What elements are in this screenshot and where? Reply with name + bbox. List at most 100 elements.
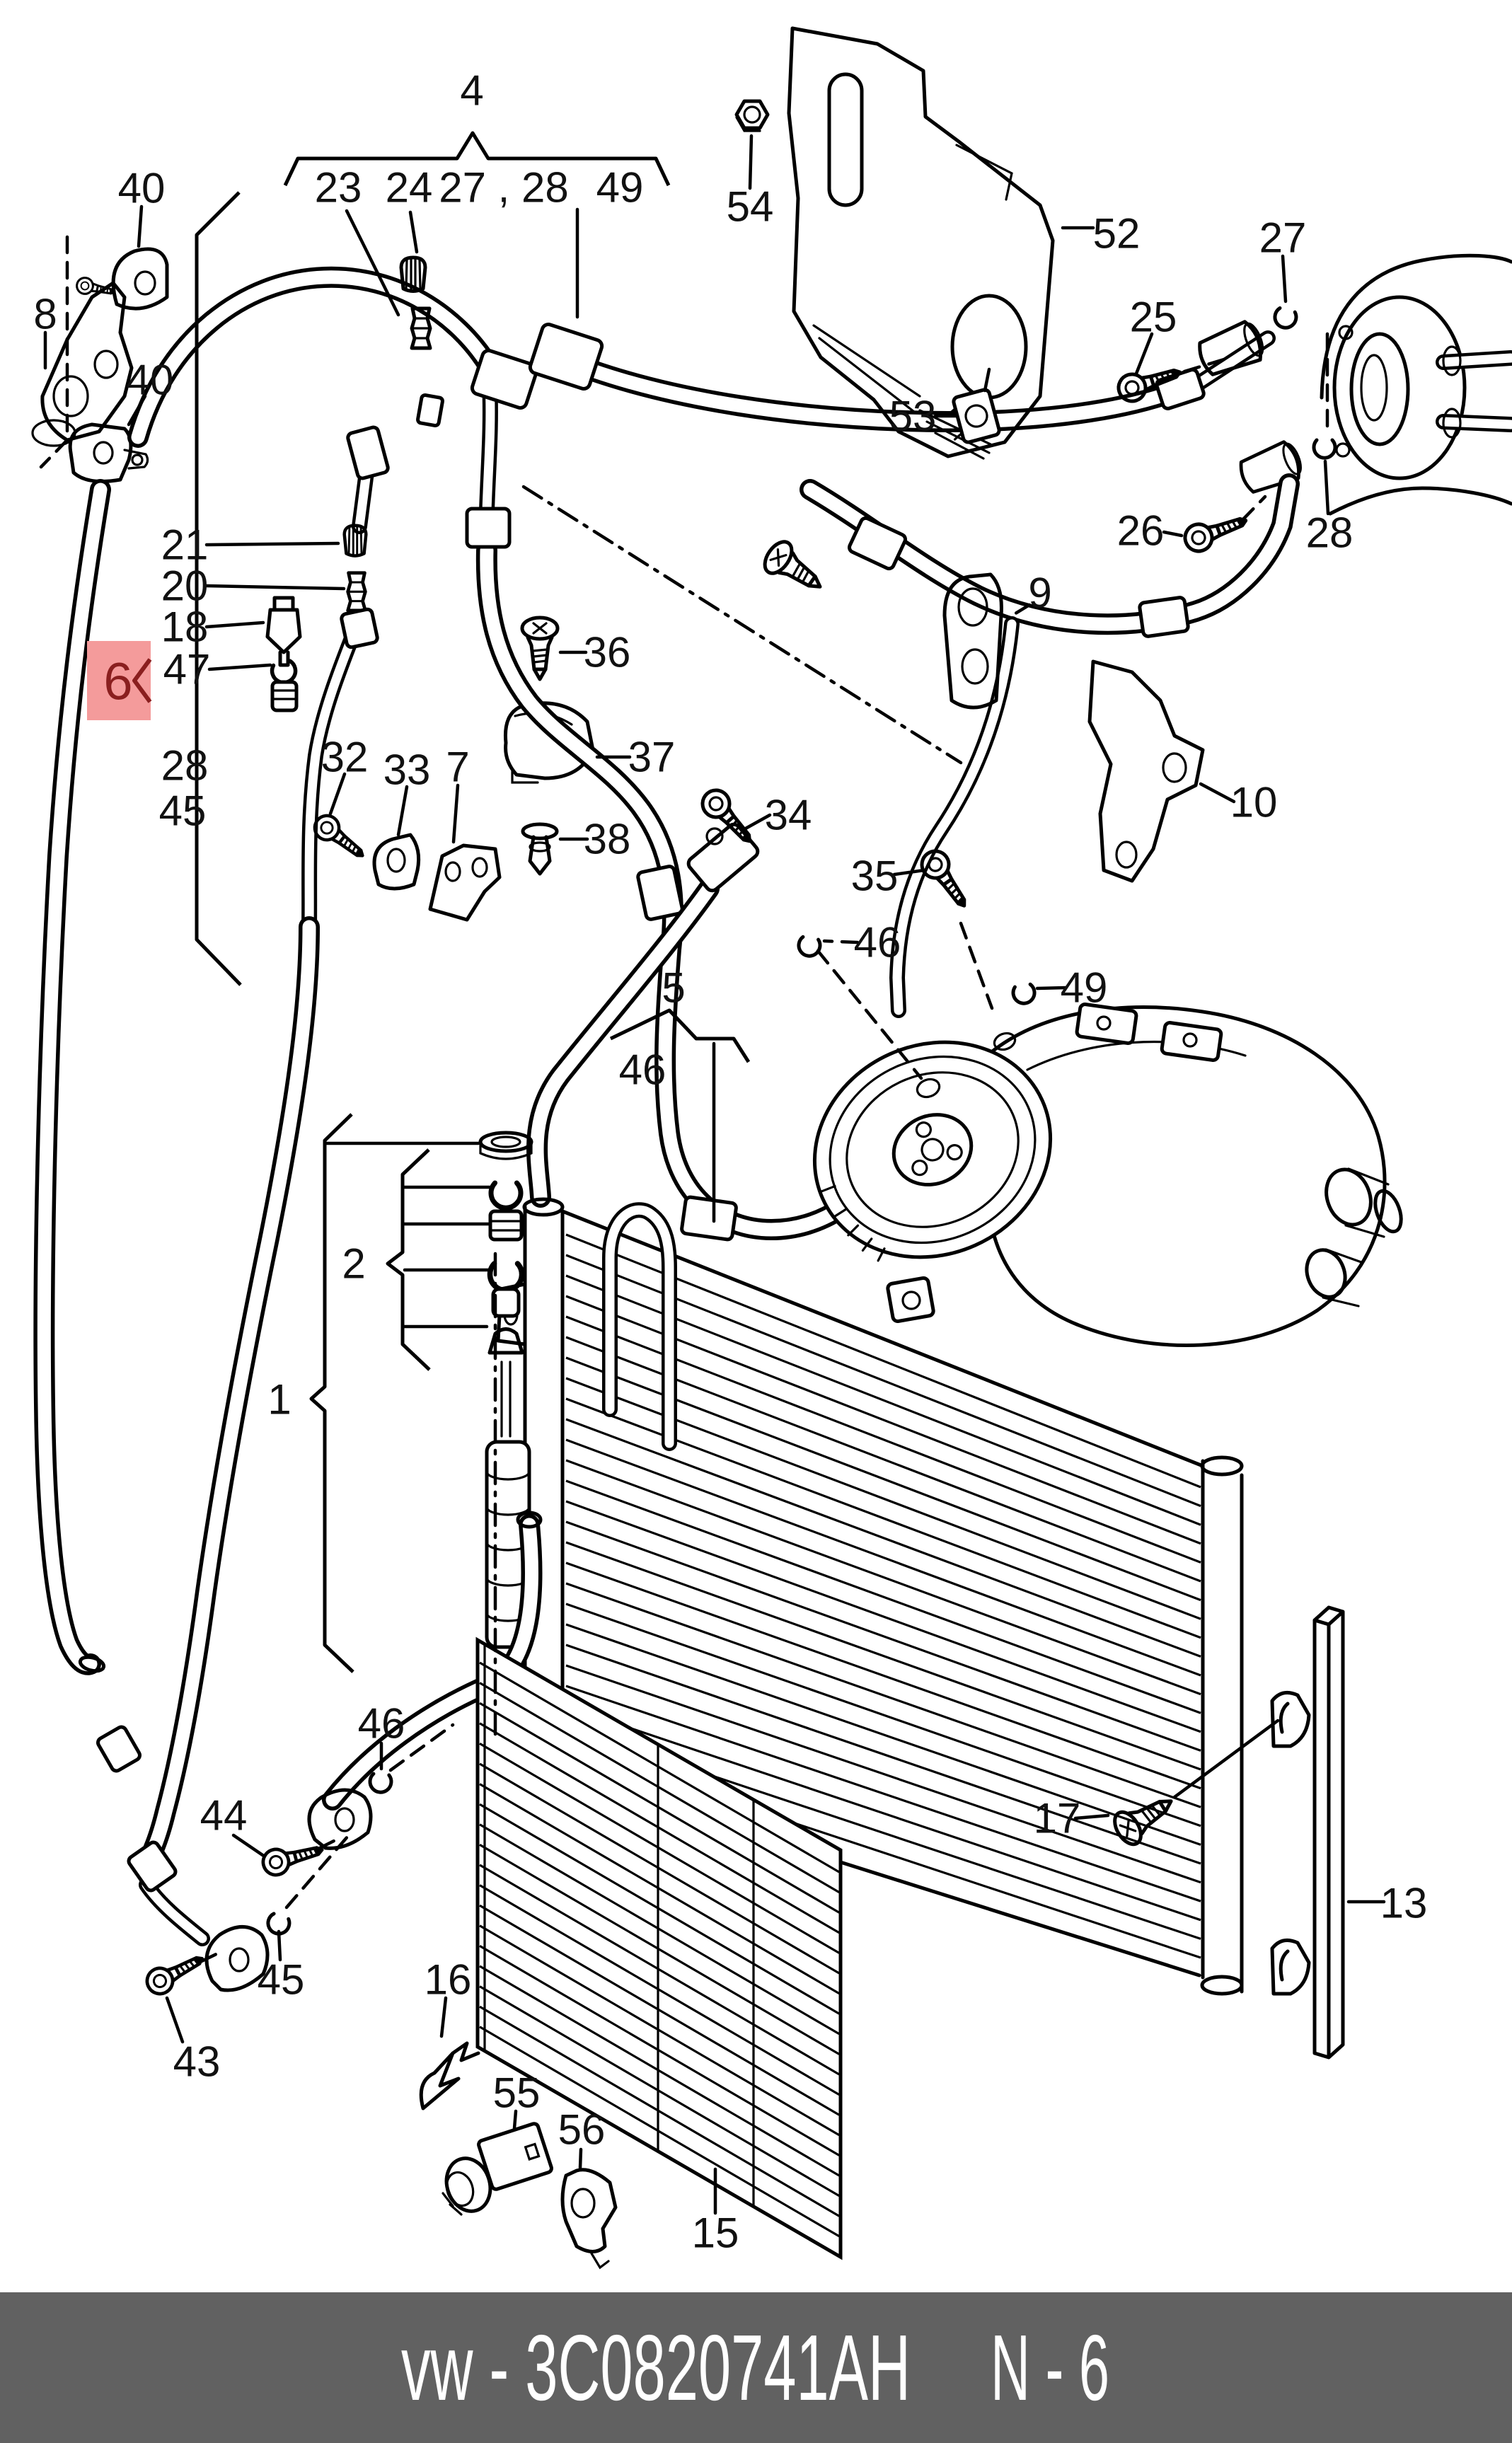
part-label-4[interactable]: 4 xyxy=(460,67,483,115)
part-label-18[interactable]: 18 xyxy=(161,603,209,651)
part-label-26[interactable]: 26 xyxy=(1117,507,1165,555)
grid-slats xyxy=(479,1661,840,2238)
part-label-17[interactable]: 17 xyxy=(1034,1795,1081,1842)
part-label-40[interactable]: 40 xyxy=(127,357,174,404)
part-label-5[interactable]: 5 xyxy=(662,964,685,1012)
pipe-and-brackets-9-10 xyxy=(810,484,1289,1010)
leader-line xyxy=(127,394,147,427)
part-label-49[interactable]: 49 xyxy=(1061,964,1108,1012)
part-label-24[interactable]: 24 xyxy=(386,164,433,212)
part-label-52[interactable]: 52 xyxy=(1093,210,1141,258)
part-label-9[interactable]: 9 xyxy=(1028,570,1051,617)
leader-line xyxy=(521,485,963,765)
part-label-44[interactable]: 44 xyxy=(200,1792,248,1840)
leader-line xyxy=(1281,254,1288,304)
group-bracket xyxy=(386,1148,431,1371)
leader-line xyxy=(328,772,347,816)
part-label-28[interactable]: 28 xyxy=(1306,509,1354,557)
part-label-8[interactable]: 8 xyxy=(33,291,57,338)
part-label-20[interactable]: 20 xyxy=(161,562,209,610)
part-label-28[interactable]: 28 xyxy=(161,742,209,790)
part-label-2[interactable]: 2 xyxy=(342,1240,365,1288)
leader-line xyxy=(39,438,69,469)
part-label-32[interactable]: 32 xyxy=(321,734,369,781)
footer-bar: vw - 3C0820741AH N - 6 xyxy=(0,2292,1512,2443)
part-label-49[interactable]: 49 xyxy=(596,164,644,212)
hose-assembly-4 xyxy=(138,258,1268,526)
part-label-53[interactable]: 53 xyxy=(889,393,937,440)
part-label-27[interactable]: 27 xyxy=(1259,214,1307,262)
part-label-47[interactable]: 47 xyxy=(163,646,211,693)
leader-line xyxy=(983,367,991,393)
group-bracket xyxy=(309,1113,354,1673)
part-label-16[interactable]: 16 xyxy=(425,1956,472,2004)
part-label-36[interactable]: 36 xyxy=(584,629,631,676)
part-label-21[interactable]: 21 xyxy=(161,521,209,569)
part-label-10[interactable]: 10 xyxy=(1230,779,1278,826)
leader-line xyxy=(408,210,419,254)
part-label-55[interactable]: 55 xyxy=(493,2069,541,2117)
leader-line xyxy=(578,2147,583,2170)
leader-line xyxy=(1240,495,1267,522)
leader-line xyxy=(277,1929,282,1962)
leader-line xyxy=(165,1996,185,2044)
leader-line xyxy=(1323,459,1330,516)
clip-53 xyxy=(947,388,1001,444)
leader-line xyxy=(1162,530,1184,538)
leader-line xyxy=(1172,1719,1280,1799)
part-label-56[interactable]: 56 xyxy=(558,2106,606,2154)
part-label-7[interactable]: 7 xyxy=(446,744,469,791)
part-label-46[interactable]: 46 xyxy=(619,1046,666,1094)
part-label-54[interactable]: 54 xyxy=(727,183,774,231)
bracket-8-assembly xyxy=(31,247,169,483)
leader-line xyxy=(200,1948,226,1963)
part-label-23[interactable]: 23 xyxy=(315,164,362,212)
part-label-46[interactable]: 46 xyxy=(854,919,901,966)
leader-line xyxy=(451,783,460,844)
group-bracket xyxy=(195,191,242,986)
part-label-38[interactable]: 38 xyxy=(584,816,631,863)
retainer-56 xyxy=(560,2168,618,2270)
leader-line xyxy=(512,2109,518,2130)
leader-line xyxy=(1199,782,1236,804)
part-label-15[interactable]: 15 xyxy=(692,2210,739,2257)
footer-page-ref: N - 6 xyxy=(991,2316,1109,2420)
group-bracket xyxy=(283,131,671,187)
leader-line xyxy=(204,584,346,591)
leader-line xyxy=(284,1829,354,1910)
part-label-25[interactable]: 25 xyxy=(1130,294,1177,341)
part-label-35[interactable]: 35 xyxy=(851,853,899,900)
service-port-group-6 xyxy=(265,526,379,927)
part-label-43[interactable]: 43 xyxy=(173,2038,221,2086)
part-label-46[interactable]: 46 xyxy=(358,1700,405,1748)
firewall-connection xyxy=(1115,253,1512,555)
leader-line xyxy=(742,813,772,831)
leader-line xyxy=(748,134,754,190)
clip-16 xyxy=(419,2041,480,2110)
group-bracket xyxy=(609,1008,751,1063)
part-label-40[interactable]: 40 xyxy=(118,165,166,212)
part-label-37[interactable]: 37 xyxy=(628,734,676,781)
leader-line xyxy=(137,204,144,248)
leader-line xyxy=(345,209,400,317)
shield-52 xyxy=(737,26,1055,460)
part-label-45[interactable]: 45 xyxy=(258,1956,305,2004)
part-label-33[interactable]: 33 xyxy=(383,746,431,794)
protector-grid-15 xyxy=(419,1636,843,2270)
drier-cartridge-parts xyxy=(478,1131,533,1649)
part-label-13[interactable]: 13 xyxy=(1380,1880,1428,1927)
leader-line xyxy=(1182,357,1226,374)
mid-fasteners xyxy=(310,537,830,922)
leader-lines xyxy=(39,134,1386,2215)
footer-part-number: vw - 3C0820741AH xyxy=(401,2316,911,2420)
part-label-1[interactable]: 1 xyxy=(267,1376,291,1423)
compressor xyxy=(812,1003,1403,1348)
part-label-45[interactable]: 45 xyxy=(159,787,207,835)
leader-line xyxy=(396,785,409,837)
part-label-34[interactable]: 34 xyxy=(765,792,812,839)
part-label-27,28[interactable]: 27 , 28 xyxy=(439,164,569,212)
part-label-6[interactable]: 6 xyxy=(103,652,132,711)
leader-line xyxy=(892,868,926,877)
